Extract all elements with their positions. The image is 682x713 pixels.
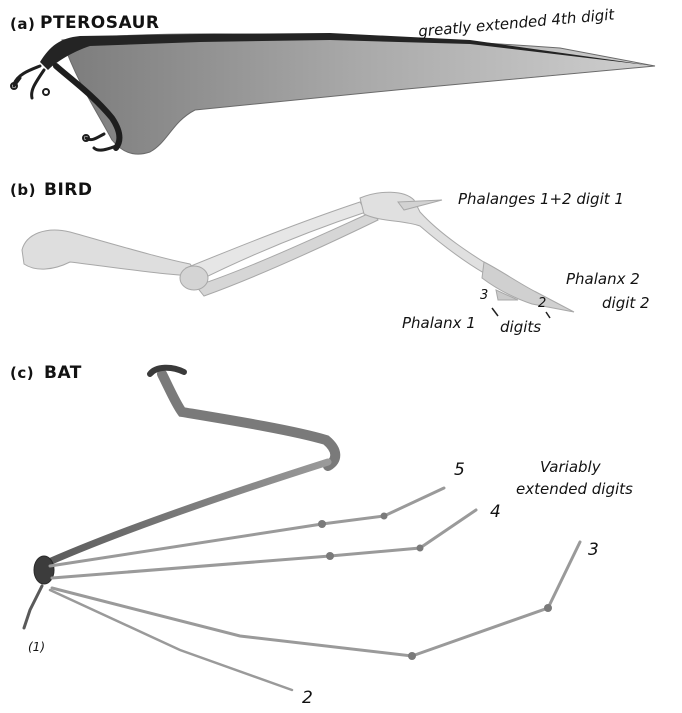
bird-annotation-digit-1: Phalanges 1+2 digit 1 bbox=[458, 190, 624, 208]
panel-c-title: BAT bbox=[44, 363, 82, 383]
bat-annotation-line1: Variably bbox=[540, 458, 601, 476]
bird-wing bbox=[22, 192, 574, 312]
panel-a-title: PTEROSAUR bbox=[40, 13, 159, 33]
bat-forearm bbox=[40, 462, 328, 566]
bird-annotation-phalanx-1: Phalanx 1 bbox=[402, 314, 476, 332]
bird-digit-1-phalanges bbox=[398, 200, 442, 210]
panel-b-title: BIRD bbox=[44, 180, 92, 200]
bird-humerus bbox=[22, 230, 200, 276]
bat-digit-2 bbox=[50, 590, 292, 690]
bird-annotation-digits: digits bbox=[500, 318, 541, 336]
pterosaur-membrane bbox=[62, 34, 655, 154]
bat-digit-3 bbox=[52, 542, 580, 656]
bat-wing bbox=[24, 368, 580, 690]
panel-b-letter: (b) bbox=[10, 181, 36, 199]
bird-radius bbox=[186, 202, 366, 282]
bat-digit-5 bbox=[50, 488, 444, 566]
bat-digit-3-label: 3 bbox=[588, 540, 599, 560]
bat-digit-1 bbox=[24, 586, 42, 628]
bat-digit-1-label: (1) bbox=[28, 640, 45, 654]
bird-annotation-phalanx-2: Phalanx 2 bbox=[566, 270, 640, 288]
bird-elbow-joint bbox=[180, 266, 208, 290]
pterosaur-wing bbox=[11, 33, 655, 154]
bat-digit-4-label: 4 bbox=[490, 502, 501, 522]
bat-digit-5-label: 5 bbox=[454, 460, 465, 480]
bird-digit-2-phalanges bbox=[482, 262, 574, 312]
bat-digit-4 bbox=[52, 510, 476, 578]
bat-annotation-line2: extended digits bbox=[516, 480, 633, 498]
panel-c-letter: (c) bbox=[10, 364, 34, 382]
bat-humerus bbox=[162, 374, 335, 466]
panel-a-letter: (a) bbox=[10, 15, 35, 33]
bird-digit-3-number: 3 bbox=[480, 288, 488, 303]
bat-finger-joints bbox=[318, 513, 552, 661]
bird-annotation-digit-2: digit 2 bbox=[602, 294, 650, 312]
bat-wrist bbox=[34, 556, 54, 584]
bat-digit-2-label: 2 bbox=[302, 688, 313, 708]
bird-digit-2-number: 2 bbox=[538, 296, 546, 311]
